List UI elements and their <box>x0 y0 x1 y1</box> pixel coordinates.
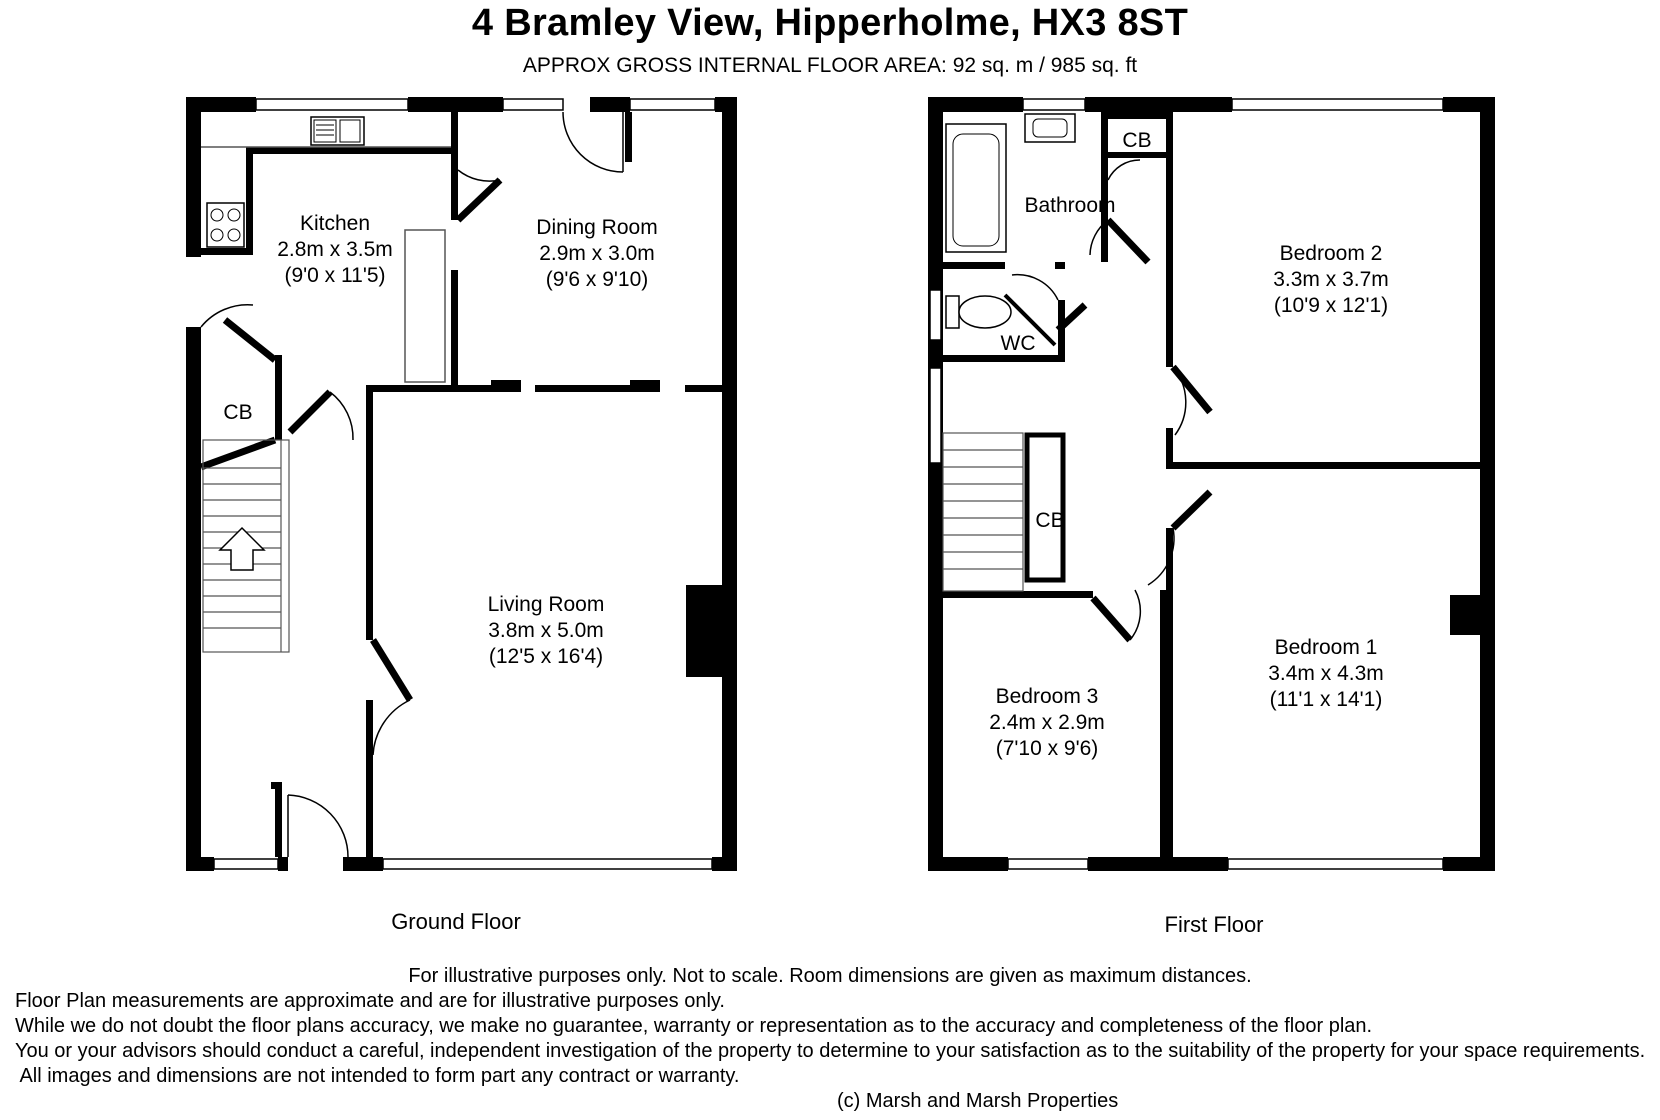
bedroom-2-name: Bedroom 2 <box>1280 242 1383 265</box>
bedroom-3-metric: 2.4m x 2.9m <box>989 711 1105 734</box>
first-floor-stairs <box>942 432 1024 592</box>
floor-area-subtitle: APPROX GROSS INTERNAL FLOOR AREA: 92 sq.… <box>522 54 1138 77</box>
ground-floor-windows <box>213 98 716 870</box>
living-room-name: Living Room <box>488 593 605 616</box>
stairs-up-arrow-icon <box>218 526 266 571</box>
living-room-metric: 3.8m x 5.0m <box>488 619 604 642</box>
disclaimer-line-2: Floor Plan measurements are approximate … <box>15 990 725 1012</box>
first-floor-plan: Bathroom CB WC CB Bedroom 2 3.3m x 3.7m … <box>928 97 1495 937</box>
bedroom-1-metric: 3.4m x 4.3m <box>1268 662 1384 685</box>
bedroom-2-metric: 3.3m x 3.7m <box>1273 268 1389 291</box>
disclaimer-line-4: You or your advisors should conduct a ca… <box>15 1040 1646 1062</box>
bathroom-name: Bathroom <box>1024 194 1115 217</box>
living-room-imperial: (12'5 x 16'4) <box>489 645 603 668</box>
kitchen-metric: 2.8m x 3.5m <box>277 238 393 261</box>
bedroom-3-name: Bedroom 3 <box>996 685 1099 708</box>
top-cupboard-label: CB <box>1122 129 1151 152</box>
copyright-notice: (c) Marsh and Marsh Properties <box>837 1090 1119 1112</box>
ground-floor-plan: Kitchen 2.8m x 3.5m (9'0 x 11'5) Dining … <box>186 97 737 934</box>
disclaimer-line-5: All images and dimensions are not intend… <box>15 1065 740 1087</box>
toilet-icon <box>945 295 1012 329</box>
hob-icon <box>206 202 245 248</box>
wc-partition <box>1003 293 1057 347</box>
first-floor-doors <box>1011 159 1187 641</box>
kitchen-name: Kitchen <box>300 212 370 235</box>
bedroom-2-imperial: (10'9 x 12'1) <box>1274 294 1388 317</box>
dining-room-name: Dining Room <box>536 216 657 239</box>
ground-floor-walls <box>186 97 737 871</box>
first-floor-windows <box>929 98 1444 870</box>
page-title: 4 Bramley View, Hipperholme, HX3 8ST <box>471 2 1189 44</box>
kitchen-imperial: (9'0 x 11'5) <box>284 264 385 287</box>
dining-room-imperial: (9'6 x 9'10) <box>546 268 649 291</box>
landing-cupboard <box>1024 432 1066 583</box>
sink-icon <box>310 116 365 146</box>
landing-cupboard-label: CB <box>1035 509 1064 532</box>
ground-floor-label: Ground Floor <box>391 909 521 934</box>
ground-floor-doors <box>200 111 624 858</box>
wc-label: WC <box>1001 332 1036 355</box>
bedroom-1-imperial: (11'1 x 14'1) <box>1270 688 1383 711</box>
dining-room-metric: 2.9m x 3.0m <box>539 242 655 265</box>
bedroom-1-name: Bedroom 1 <box>1275 636 1378 659</box>
disclaimer-line-3: While we do not doubt the floor plans ac… <box>15 1015 1373 1037</box>
basin-icon <box>1024 113 1076 143</box>
kitchen-units <box>201 146 451 383</box>
disclaimer-line-1: For illustrative purposes only. Not to s… <box>408 965 1252 987</box>
ground-cupboard-label: CB <box>223 401 252 424</box>
first-floor-label: First Floor <box>1165 912 1264 937</box>
bedroom-3-imperial: (7'10 x 9'6) <box>996 737 1099 760</box>
bath-icon <box>945 123 1007 253</box>
